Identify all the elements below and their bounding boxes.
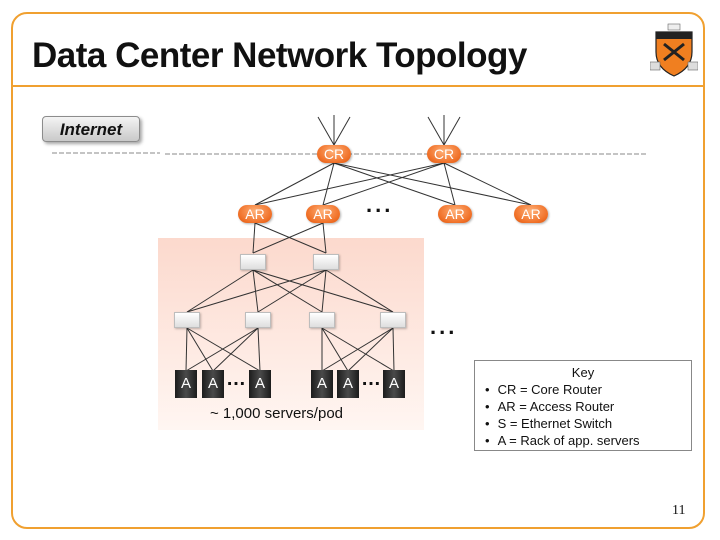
switch-ellipsis: ... [430,314,458,339]
princeton-shield-icon [650,23,698,77]
rack-ellipsis-1: … [226,368,246,390]
legend-item: S = Ethernet Switch [485,415,691,432]
access-router-3: AR [438,205,472,223]
legend-title: Key [571,365,595,380]
rack-5: A [337,370,359,398]
page-number: 11 [672,503,686,518]
access-router-1: AR [238,205,272,223]
access-router-4: AR [514,205,548,223]
rack-1: A [175,370,197,398]
rack-ellipsis-2: … [361,368,381,390]
access-router-ellipsis: ... [366,192,394,217]
access-router-2: AR [306,205,340,223]
title-divider [11,85,705,87]
core-router-2: CR [427,145,461,163]
rack-3: A [249,370,271,398]
internet-badge: Internet [42,116,140,142]
pod-background [158,238,424,430]
tor-switch-3 [309,312,335,328]
tor-switch-4 [380,312,406,328]
core-router-1: CR [317,145,351,163]
rack-4: A [311,370,333,398]
legend-item: AR = Access Router [485,398,691,415]
slide-frame [11,12,705,529]
rack-6: A [383,370,405,398]
tor-switch-2 [245,312,271,328]
aggregation-switch-1 [240,254,266,270]
legend-item: CR = Core Router [485,381,691,398]
legend-key: Key CR = Core Router AR = Access Router … [474,360,692,451]
legend-item: A = Rack of app. servers [485,432,691,449]
aggregation-switch-2 [313,254,339,270]
pod-size-label: ~ 1,000 servers/pod [210,405,344,422]
rack-2: A [202,370,224,398]
tor-switch-1 [174,312,200,328]
slide-title: Data Center Network Topology [32,36,527,75]
